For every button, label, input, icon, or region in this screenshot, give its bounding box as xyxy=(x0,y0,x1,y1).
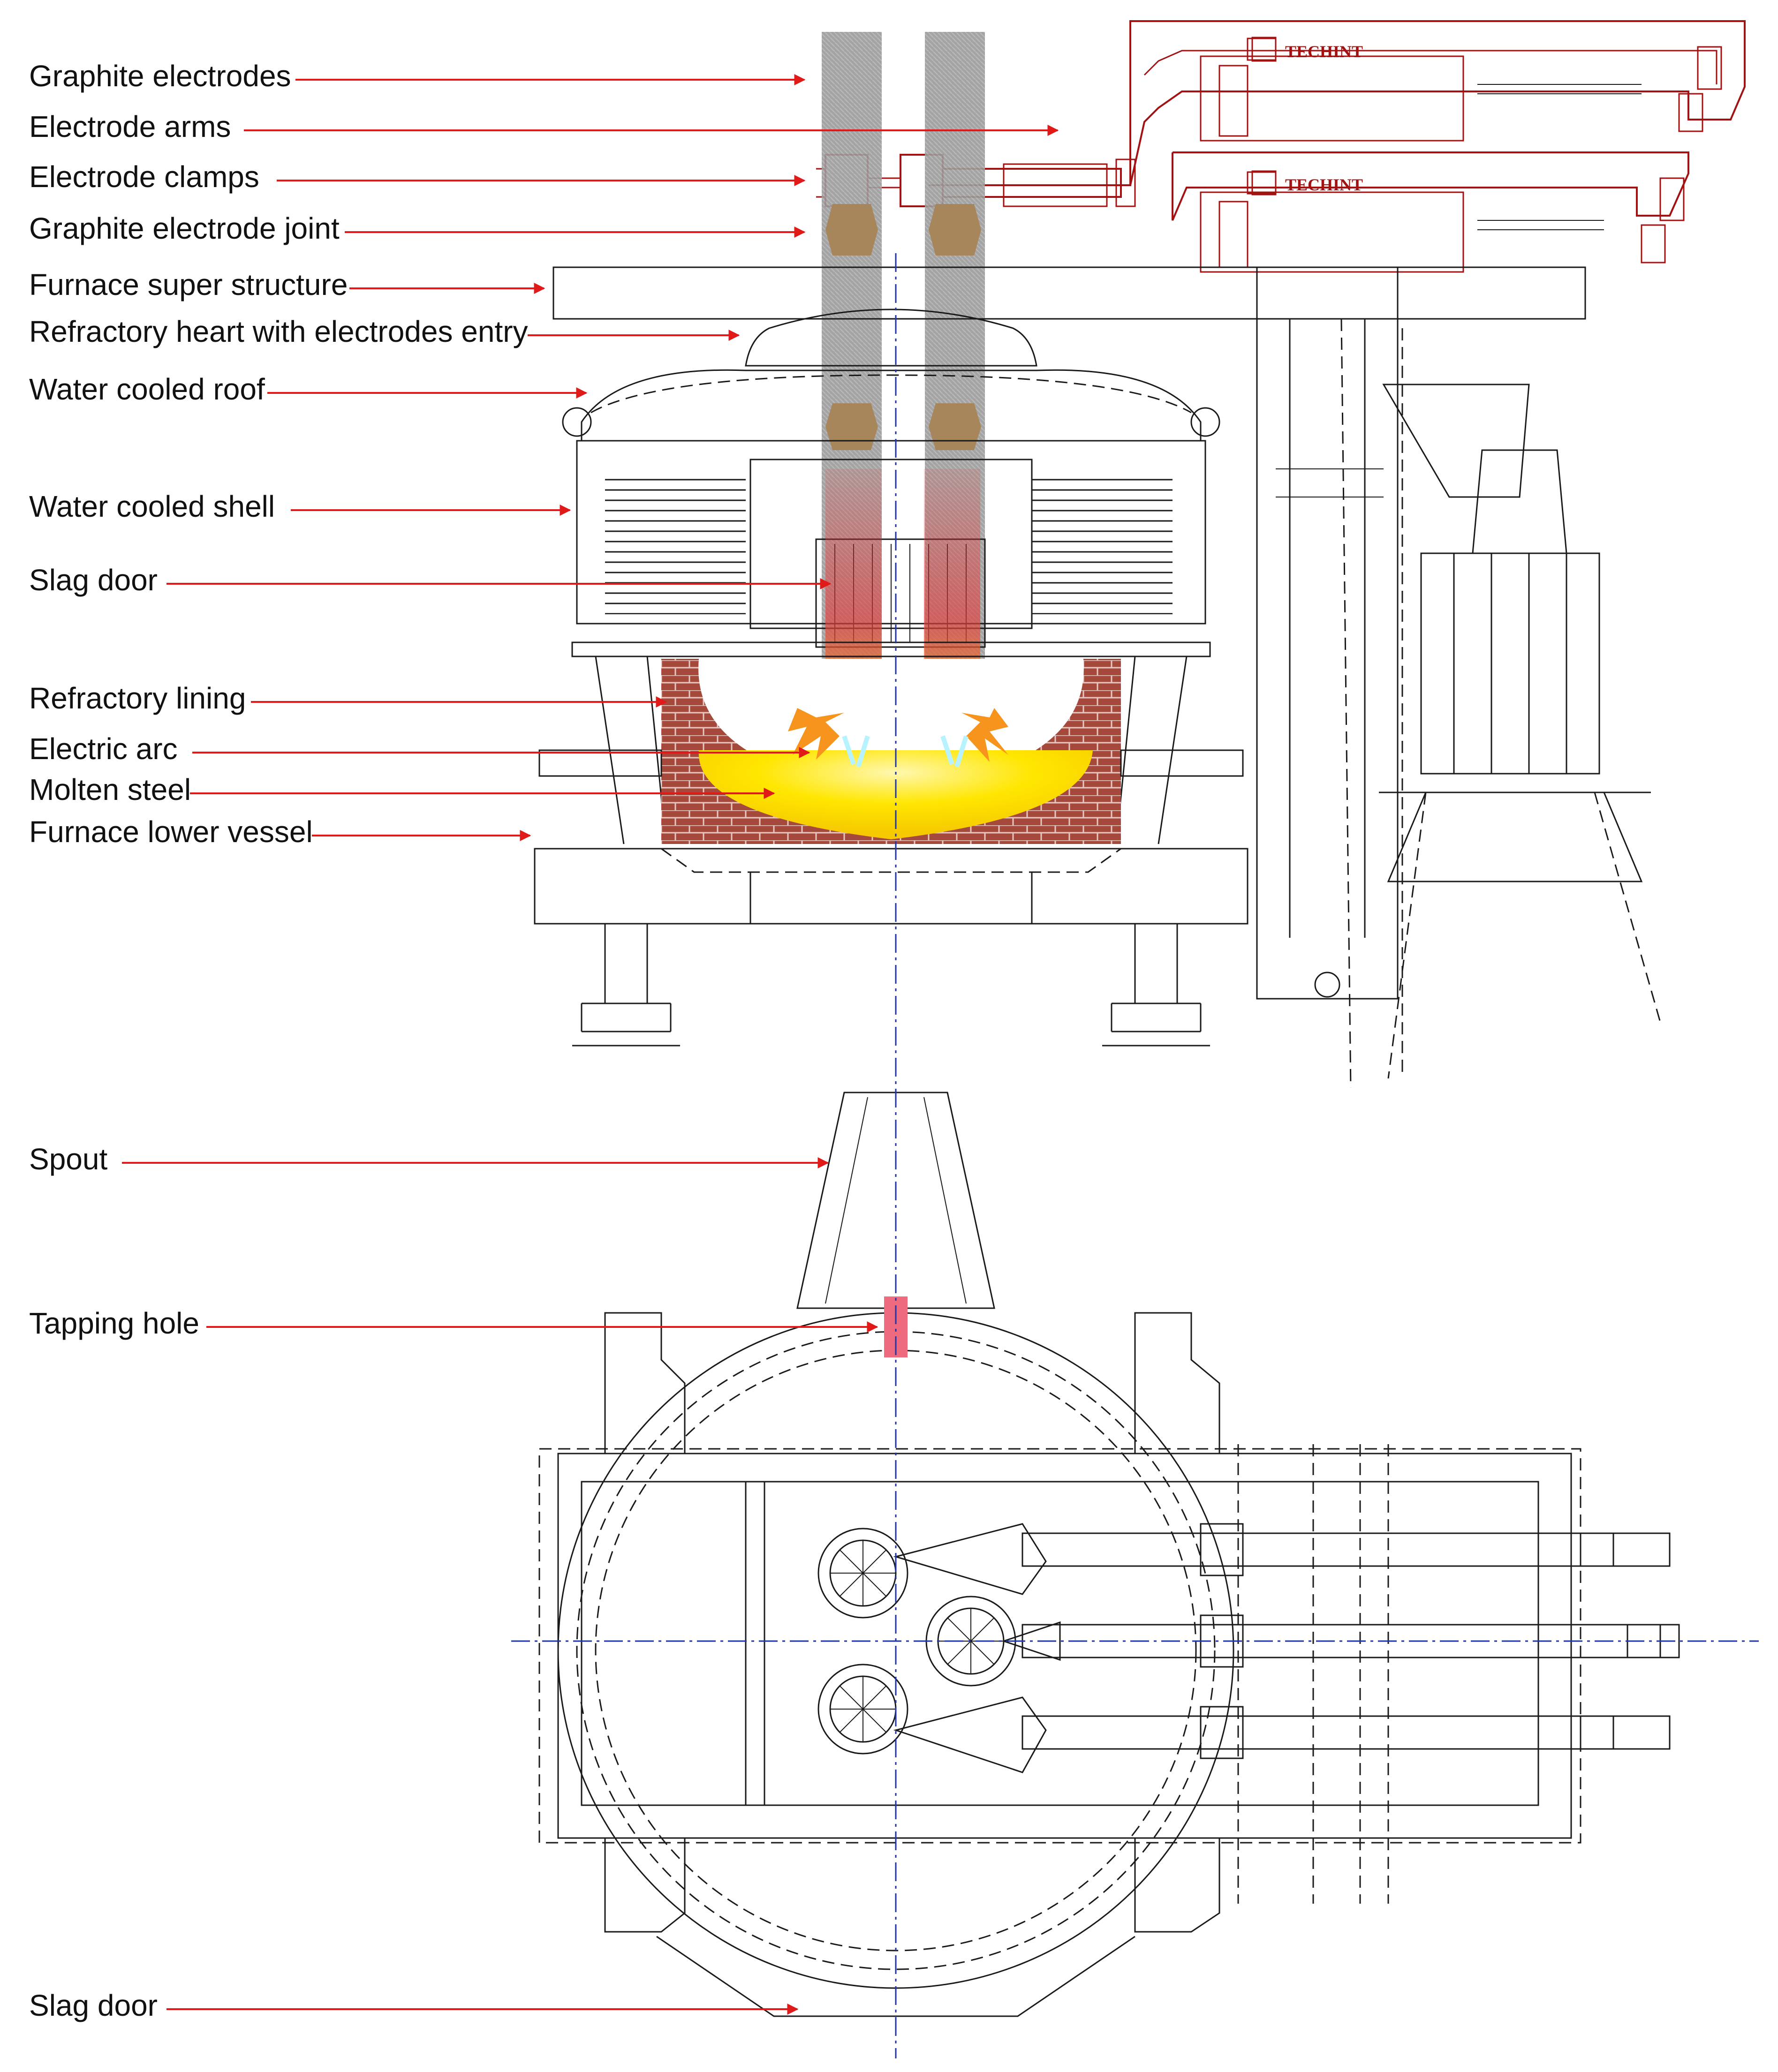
label-graphite-electrode-joint: Graphite electrode joint xyxy=(29,211,340,245)
label-electrode-arms: Electrode arms xyxy=(29,110,231,143)
techint-logo-1: TECHINT xyxy=(1247,38,1363,61)
slag-door-side xyxy=(815,538,986,648)
furnace-super-structure xyxy=(552,266,1586,320)
water-cooled-roof xyxy=(581,369,1202,442)
furnace-lower-vessel xyxy=(534,848,1248,925)
platform xyxy=(557,1453,1572,1839)
label-water-cooled-shell: Water cooled shell xyxy=(29,490,275,523)
labels xyxy=(122,74,1059,2015)
svg-text:TECHINT: TECHINT xyxy=(1285,175,1363,194)
label-molten-steel: Molten steel xyxy=(29,773,191,806)
label-electric-arc: Electric arc xyxy=(29,732,178,766)
label-electrode-clamps: Electrode clamps xyxy=(29,160,259,194)
label-slag-door-side: Slag door xyxy=(29,563,158,597)
label-spout: Spout xyxy=(29,1142,107,1176)
plan-view xyxy=(538,1092,1680,2017)
electrode-joint-right-upper xyxy=(929,204,981,256)
label-graphite-electrodes: Graphite electrodes xyxy=(29,59,291,93)
label-furnace-lower-vessel: Furnace lower vessel xyxy=(29,815,313,849)
label-refractory-lining: Refractory lining xyxy=(29,681,246,715)
label-tapping-hole: Tapping hole xyxy=(29,1306,199,1340)
electrode-joint-left-upper xyxy=(825,204,878,256)
refractory-heart xyxy=(745,309,1037,367)
label-slag-door-plan: Slag door xyxy=(29,1989,158,2022)
electrode-arms-plan xyxy=(893,1523,1680,1773)
label-water-cooled-roof: Water cooled roof xyxy=(29,372,265,406)
side-elevation: TECHINT TECHINT xyxy=(534,20,1746,1088)
slag-door-plan xyxy=(656,1936,1135,2017)
spout xyxy=(796,1092,995,1309)
techint-logo-2: TECHINT xyxy=(1247,171,1363,195)
electrode-joint-right-lower xyxy=(929,403,981,450)
electric-arc xyxy=(788,708,1008,768)
svg-text:TECHINT: TECHINT xyxy=(1285,42,1363,61)
label-furnace-super-structure: Furnace super structure xyxy=(29,268,348,301)
electrode-joint-left-lower xyxy=(825,403,878,450)
label-refractory-heart: Refractory heart with electrodes entry xyxy=(29,315,528,348)
